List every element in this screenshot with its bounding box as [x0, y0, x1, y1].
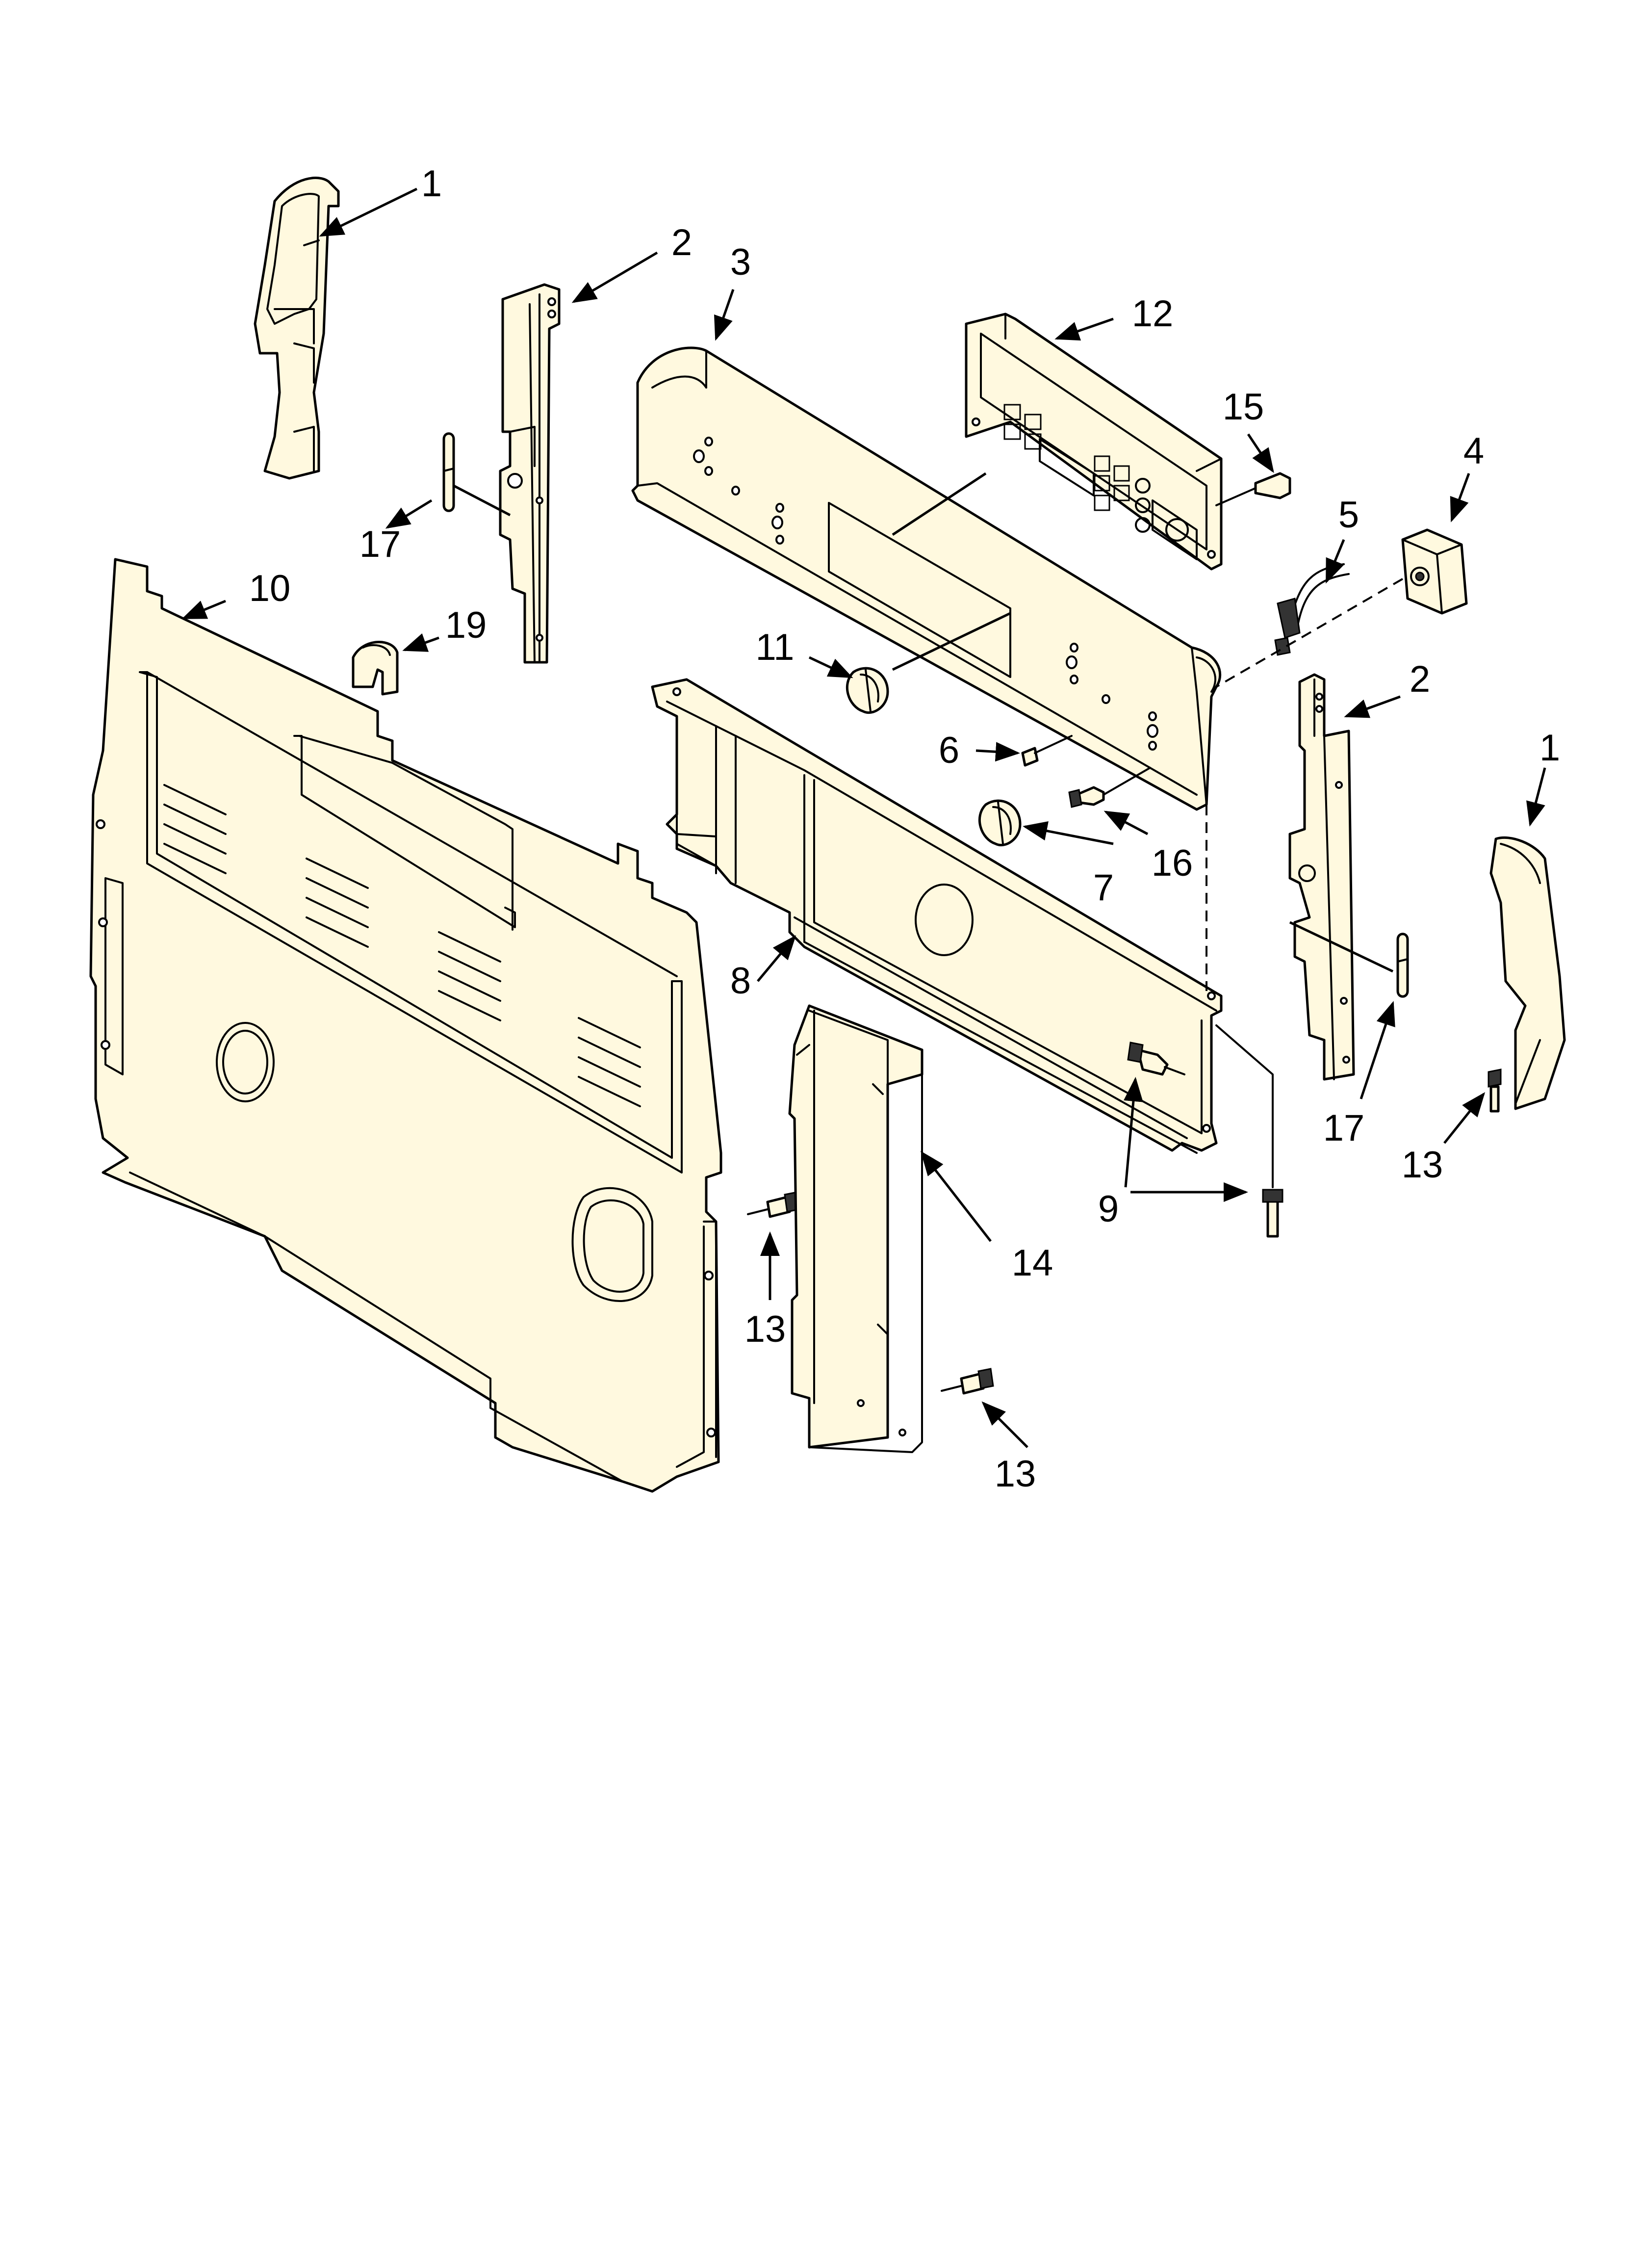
callout-13-right: 13 — [1402, 1144, 1443, 1186]
callout-2-left: 2 — [671, 222, 692, 263]
manifold-panel-part-8 — [651, 678, 1223, 1154]
infinite-switch-part-4 — [1215, 528, 1468, 688]
callout-10: 10 — [249, 568, 291, 609]
knob-part-7 — [978, 799, 1022, 847]
screw-part-15 — [1215, 472, 1291, 506]
clip-right-part-17 — [1396, 933, 1409, 998]
side-bracket-left-part-2 — [499, 283, 561, 664]
channel-part-14 — [788, 1004, 924, 1453]
bolt-part-6 — [1021, 735, 1073, 767]
knob-part-11 — [846, 667, 889, 714]
callout-labels: 1 1 2 2 3 4 5 6 7 8 9 10 11 12 13 13 13 … — [249, 163, 1560, 1495]
callout-3: 3 — [730, 241, 751, 283]
callout-16: 16 — [1152, 842, 1193, 884]
callout-17-right: 17 — [1323, 1107, 1365, 1149]
callout-6: 6 — [939, 730, 959, 771]
end-cap-right-part-1 — [1489, 836, 1566, 1110]
clip-left-part-17 — [442, 432, 511, 517]
callout-13-lower: 13 — [995, 1453, 1036, 1495]
callout-8: 8 — [730, 960, 751, 1002]
control-panel-part-3 — [631, 346, 1222, 811]
rear-panel-part-10 — [89, 558, 722, 1493]
callout-5: 5 — [1338, 494, 1359, 536]
screw-part-16 — [1068, 767, 1151, 808]
callout-4: 4 — [1463, 430, 1484, 472]
callout-15: 15 — [1223, 386, 1264, 428]
callout-13-center: 13 — [744, 1308, 786, 1350]
callout-14: 14 — [1012, 1242, 1053, 1284]
callout-1-right: 1 — [1539, 727, 1560, 769]
screw-part-9 — [1127, 1024, 1283, 1238]
end-cap-left-part-1 — [254, 177, 340, 480]
clip-part-19 — [352, 641, 399, 696]
callout-19: 19 — [445, 604, 487, 646]
callout-17-left: 17 — [359, 523, 401, 565]
callout-7: 7 — [1093, 867, 1114, 909]
callout-11: 11 — [756, 626, 795, 668]
electronic-clock-part-12 — [965, 313, 1223, 571]
callout-1-left: 1 — [421, 163, 442, 205]
callout-2-right: 2 — [1410, 658, 1430, 700]
wire-harness-part-5 — [1274, 563, 1350, 656]
callout-9: 9 — [1098, 1188, 1119, 1230]
side-bracket-right-part-2 — [1288, 673, 1394, 1081]
callout-12: 12 — [1132, 293, 1174, 335]
callout-arrows — [181, 187, 1546, 1448]
